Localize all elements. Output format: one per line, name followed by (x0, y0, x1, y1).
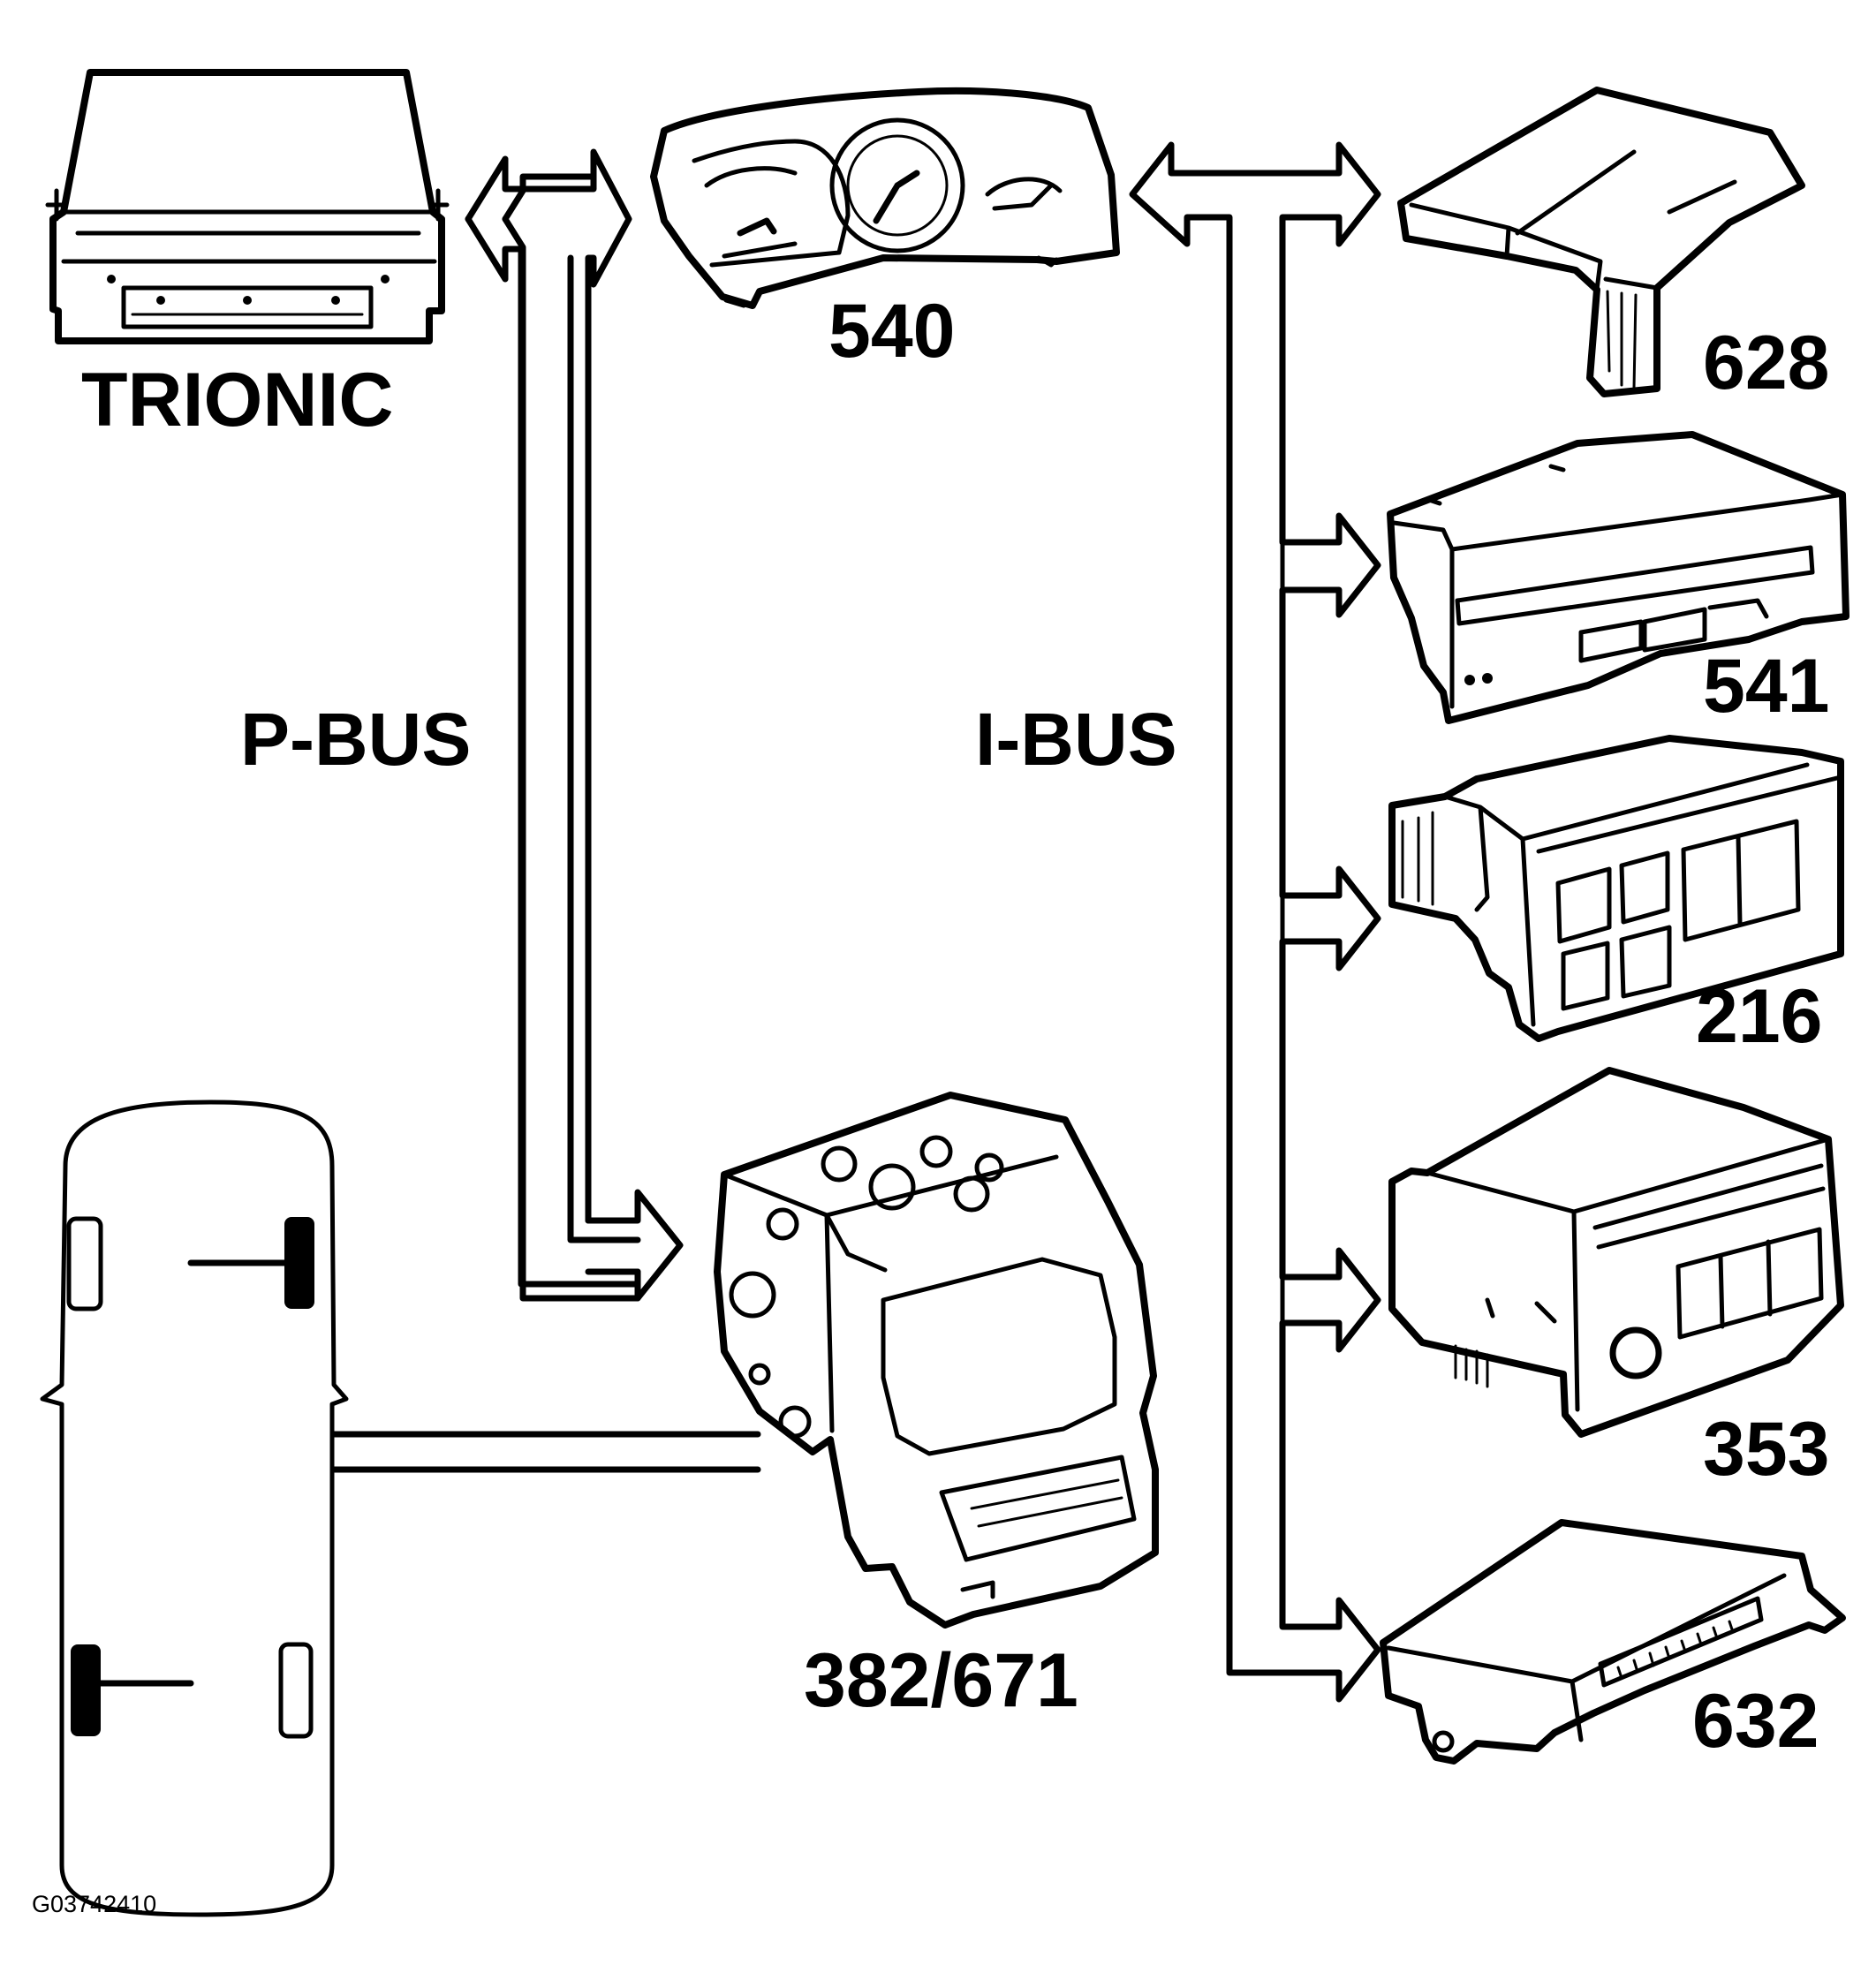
i-bus-lines (1129, 141, 1381, 1703)
module-353-label: 353 (1703, 1407, 1830, 1492)
p-bus-lines (465, 148, 684, 1302)
p-bus-label: P-BUS (240, 698, 471, 781)
i-bus-label: I-BUS (975, 698, 1177, 781)
instrument-cluster-label: 540 (828, 289, 956, 374)
module-353 (1388, 1067, 1844, 1438)
module-216 (1388, 735, 1844, 1042)
instrument-cluster (650, 87, 1120, 309)
module-628-label: 628 (1703, 321, 1830, 405)
module-216-label: 216 (1696, 974, 1823, 1059)
trionic-label: TRIONIC (81, 358, 394, 442)
module-632 (1380, 1519, 1846, 1765)
module-541 (1387, 431, 1850, 724)
abs-unit-label: 382/671 (804, 1638, 1078, 1723)
trionic-ecu (45, 69, 450, 344)
car-top-view (40, 1100, 349, 1917)
figure-id: G03742410 (32, 1891, 156, 1917)
abs-unit (714, 1092, 1159, 1629)
module-541-label: 541 (1703, 644, 1830, 729)
module-628 (1397, 87, 1805, 397)
module-632-label: 632 (1692, 1679, 1819, 1764)
